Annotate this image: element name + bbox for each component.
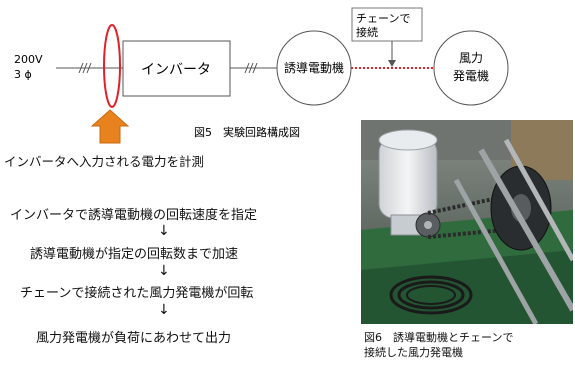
- chain-pointer-arrowhead: [388, 60, 396, 67]
- circuit-diagram: 200V 3 ϕ インバータ 誘導電動機 チェーンで 接続 風力 発電機 図5 …: [14, 7, 509, 144]
- motor-generator-photo: [361, 120, 573, 324]
- measurement-description: インバータへ入力される電力を計測: [4, 154, 205, 169]
- inverter-box: [122, 40, 231, 97]
- motor-label: 誘導電動機: [284, 60, 344, 75]
- supply-voltage-label: 200V: [14, 53, 43, 66]
- flow-arrow-1: ↓: [158, 223, 170, 239]
- circuit-caption: 図5 実験回路構成図: [194, 125, 300, 139]
- flow-arrow-3: ↓: [158, 302, 170, 318]
- flow-step-4: 風力発電機が負荷にあわせて出力: [36, 331, 232, 346]
- three-phase-ticks-input: [78, 62, 92, 74]
- generator-label-line1: 風力: [459, 51, 483, 65]
- photo-caption-line1: 図6 誘導電動機とチェーンで: [364, 331, 514, 344]
- chain-label-line2: 接続: [356, 25, 378, 39]
- flow-step-1: インバータで誘導電動機の回転速度を指定: [10, 208, 258, 223]
- photo-caption-line2: 接続した風力発電機: [364, 346, 463, 359]
- flow-step-3: チェーンで接続された風力発電機が回転: [20, 286, 254, 301]
- measurement-arrow: [90, 109, 130, 144]
- flow-step-2: 誘導電動機が指定の回転数まで加速: [30, 247, 239, 262]
- generator-circle: [433, 30, 509, 106]
- flow-arrow-2: ↓: [158, 263, 170, 279]
- generator-label-line2: 発電機: [453, 68, 489, 83]
- measurement-point-ellipse: [103, 24, 121, 108]
- inverter-label: インバータ: [141, 62, 211, 78]
- chain-label-box: [351, 7, 423, 42]
- supply-phase-label: 3 ϕ: [14, 68, 32, 81]
- three-phase-ticks-output: [244, 62, 258, 74]
- chain-label-line1: チェーンで: [356, 12, 410, 25]
